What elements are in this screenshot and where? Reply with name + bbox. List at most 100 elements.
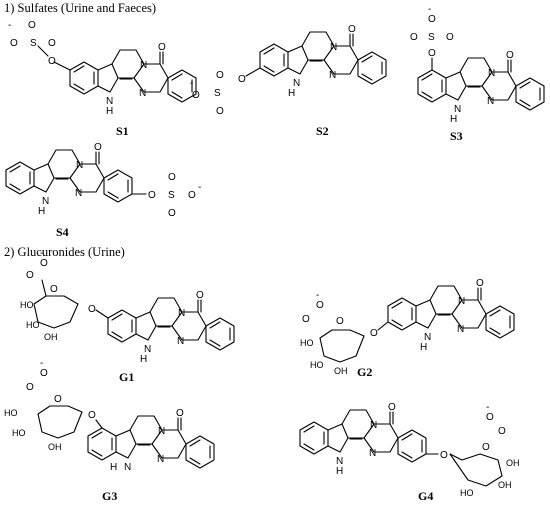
atom-o: O xyxy=(50,284,58,295)
atom-oh: OH xyxy=(48,442,62,452)
atom-o: O xyxy=(168,172,176,183)
atom-s: S xyxy=(168,190,175,201)
atom-h: H xyxy=(110,462,117,473)
atom-o: O xyxy=(216,106,224,117)
atom-n: N xyxy=(158,426,165,437)
atom-ho: HO xyxy=(20,300,34,310)
atom-n: N xyxy=(424,332,431,343)
atom-s: S xyxy=(214,88,221,99)
atom-n: N xyxy=(139,88,146,99)
compound-label-s1: S1 xyxy=(116,124,129,138)
atom-n: N xyxy=(293,78,300,89)
atom-n: N xyxy=(75,188,82,199)
atom-o: O xyxy=(196,290,204,301)
section-heading-sulfates: 1) Sulfates (Urine and Faeces) xyxy=(4,1,156,15)
atom-n: N xyxy=(370,420,377,431)
charge-minus: - xyxy=(190,78,193,89)
structure-s2: N N O N H O S O O O - xyxy=(190,24,387,117)
atom-oh: OH xyxy=(506,458,520,468)
atom-o: O xyxy=(446,32,454,43)
atom-o: O xyxy=(428,48,436,59)
structure-s4: N N O N H O S O O O - xyxy=(5,142,201,219)
atom-oh: OH xyxy=(44,332,58,342)
atom-n: N xyxy=(42,196,49,207)
atom-o: O xyxy=(158,42,166,53)
atom-o: O xyxy=(40,368,48,379)
atom-o: O xyxy=(316,300,324,311)
atom-h: H xyxy=(288,88,295,99)
atom-o: O xyxy=(26,382,34,393)
atom-n: N xyxy=(178,308,185,319)
atom-ho: HO xyxy=(460,488,474,498)
charge-minus: - xyxy=(40,358,43,369)
atom-s: S xyxy=(428,32,435,43)
atom-o: O xyxy=(148,190,156,201)
atom-o: O xyxy=(482,442,490,453)
atom-oh: OH xyxy=(498,480,512,490)
structure-g2: N N O N H O O HO HO OH O O - xyxy=(300,278,515,376)
compound-label-g2: G2 xyxy=(357,365,372,379)
atom-n: N xyxy=(336,456,343,467)
atom-oh: OH xyxy=(334,366,348,376)
atom-h: H xyxy=(38,206,45,217)
atom-n: N xyxy=(369,448,376,459)
section-heading-glucuronides: 2) Glucuronides (Urine) xyxy=(4,245,125,259)
compound-label-s4: S4 xyxy=(56,225,69,239)
compound-label-s3: S3 xyxy=(450,129,463,143)
atom-n: N xyxy=(330,42,337,53)
compound-label-g3: G3 xyxy=(102,489,117,503)
atom-n: N xyxy=(487,96,494,107)
atom-o: O xyxy=(28,20,36,31)
structure-g3: N N O N H O O HO HO OH O O - xyxy=(4,358,215,473)
atom-n: N xyxy=(144,344,151,355)
atom-o: O xyxy=(54,394,62,405)
charge-minus: - xyxy=(8,20,11,31)
atom-o: O xyxy=(48,56,56,67)
atom-o: O xyxy=(498,426,506,437)
atom-o: O xyxy=(88,410,96,421)
atom-o: O xyxy=(336,316,344,327)
atom-s: S xyxy=(30,38,37,49)
charge-minus: - xyxy=(198,182,201,193)
atom-n: N xyxy=(488,68,495,79)
structure-g4: N N O N H O O OH OH HO O O - xyxy=(299,402,520,498)
atom-o: O xyxy=(428,14,436,25)
atom-ho: HO xyxy=(4,408,18,418)
atom-h: H xyxy=(450,114,457,125)
structure-g1: N N O N H O O HO HO OH O O - xyxy=(20,248,235,365)
atom-o: O xyxy=(10,38,18,49)
atom-o: O xyxy=(40,258,48,269)
atom-o: O xyxy=(26,270,34,281)
compound-label-g1: G1 xyxy=(119,370,134,384)
atom-n: N xyxy=(76,160,83,171)
atom-o: O xyxy=(370,328,378,339)
atom-o: O xyxy=(476,278,484,289)
atom-o: O xyxy=(94,142,102,153)
atom-n: N xyxy=(157,454,164,465)
atom-n: N xyxy=(458,296,465,307)
structure-s1: N N O N H O S O O O - xyxy=(8,20,197,117)
atom-h: H xyxy=(140,354,147,365)
atom-h: H xyxy=(420,342,427,353)
atom-ho: HO xyxy=(300,338,314,348)
atom-n: N xyxy=(140,60,147,71)
atom-o: O xyxy=(410,32,418,43)
atom-h: H xyxy=(336,466,343,477)
atom-n: N xyxy=(329,70,336,81)
atom-o: O xyxy=(192,90,200,101)
compound-label-g4: G4 xyxy=(418,489,433,503)
charge-minus: - xyxy=(428,4,431,15)
atom-n: N xyxy=(124,462,131,473)
atom-h: H xyxy=(106,106,113,117)
atom-o: O xyxy=(48,38,56,49)
atom-o: O xyxy=(188,190,196,201)
atom-ho: HO xyxy=(26,320,40,330)
atom-o: O xyxy=(440,450,448,461)
atom-n: N xyxy=(457,324,464,335)
atom-o: O xyxy=(88,304,96,315)
charge-minus: - xyxy=(316,290,319,301)
atom-o: O xyxy=(506,50,514,61)
atom-n: N xyxy=(106,96,113,107)
charge-minus: - xyxy=(40,248,43,259)
